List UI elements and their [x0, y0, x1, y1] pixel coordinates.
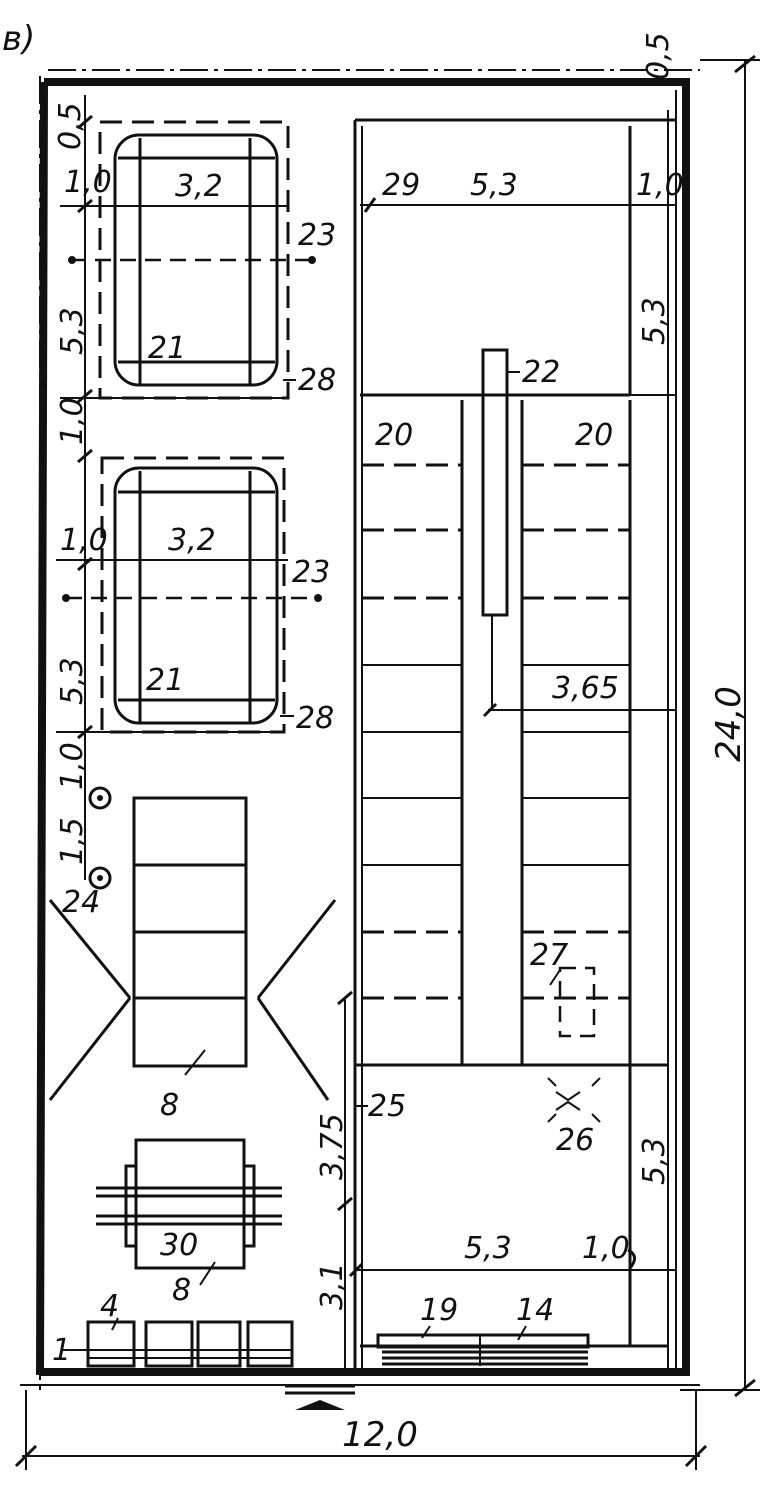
- callout-20a: 20: [375, 418, 413, 453]
- callout-20b: 20: [575, 418, 613, 453]
- lift-unit: 30 8: [96, 1138, 282, 1308]
- left-gap-label: 1,0: [55, 397, 90, 445]
- left-offset-1-label: 1,0: [64, 165, 112, 200]
- entrance-marker: [285, 1384, 355, 1410]
- callout-30: 30: [160, 1228, 198, 1263]
- callout-23a: 23: [298, 218, 336, 253]
- length-dimension: 24,0 0,5: [641, 32, 756, 1398]
- bottom-right-offset-label: 1,0: [582, 1231, 630, 1266]
- light-fixture-icon: [547, 1077, 601, 1123]
- left-offset-2-label: 1,0: [60, 523, 108, 558]
- top-room: 29 5,3 1,0 5,3: [360, 168, 684, 345]
- service-bay-upper: 3,2 21 23 28: [60, 120, 336, 400]
- wall-gap-label: 0,5: [641, 32, 676, 80]
- column-post: 22: [481, 348, 560, 710]
- callout-28a: 28: [298, 363, 336, 398]
- top-right-offset-label: 1,0: [636, 168, 684, 203]
- callout-21a: 21: [148, 331, 186, 366]
- partition-walls: [353, 118, 676, 1370]
- callout-22: 22: [522, 355, 560, 390]
- bottom-room: 25 3,75 3,1 26 5,3 5,3 1,0: [315, 990, 676, 1370]
- callout-27: 27: [530, 938, 568, 973]
- callout-23b: 23: [292, 555, 330, 590]
- mid-span-label: 3,65: [552, 671, 619, 706]
- bay-width-2-label: 3,2: [168, 523, 216, 558]
- drain-marker: 27: [530, 938, 596, 1038]
- callout-24: 24: [62, 885, 100, 920]
- left-spacing-label: 1,5: [55, 817, 90, 865]
- top-bay-width-label: 5,3: [470, 168, 518, 203]
- inspection-area: 8: [48, 796, 337, 1123]
- service-bay-lower: 3,2 21 23 28: [56, 456, 334, 736]
- overall-length-label: 24,0: [709, 686, 749, 762]
- left-gap-2-label: 1,0: [55, 742, 90, 790]
- width-dimension: 12,0: [14, 1390, 708, 1470]
- callout-21b: 21: [146, 663, 184, 698]
- callout-19: 19: [420, 1293, 458, 1328]
- parking-stalls: 20 20 3,65: [362, 400, 676, 1065]
- overall-width-label: 12,0: [342, 1415, 418, 1455]
- figure-letter: в): [2, 19, 35, 59]
- callout-8a: 8: [160, 1088, 179, 1123]
- callout-1: 1: [52, 1333, 71, 1368]
- bottom-strip-label: 3,1: [315, 1262, 350, 1310]
- top-right-depth-label: 5,3: [637, 297, 672, 345]
- storage-cabinets: 1 4: [52, 1289, 294, 1368]
- bottom-width-label: 5,3: [464, 1231, 512, 1266]
- callout-29: 29: [382, 168, 420, 203]
- bay-width-1-label: 3,2: [175, 169, 223, 204]
- callout-4: 4: [100, 1289, 119, 1324]
- bottom-depth-label: 3,75: [315, 1113, 350, 1180]
- left-depth-2-label: 5,3: [55, 657, 90, 705]
- workbench: 19 14: [376, 1293, 590, 1366]
- bottom-right-depth-label: 5,3: [637, 1137, 672, 1185]
- post-markers: 24: [62, 786, 112, 920]
- left-top-label: 0,5: [53, 102, 88, 150]
- callout-25: 25: [368, 1089, 406, 1124]
- callout-28b: 28: [296, 701, 334, 736]
- callout-8b: 8: [172, 1273, 191, 1308]
- building-walls: [36, 78, 690, 1376]
- left-depth-1-label: 5,3: [55, 307, 90, 355]
- callout-26: 26: [556, 1123, 594, 1158]
- outer-dimension-frame: [20, 59, 760, 1391]
- callout-14: 14: [516, 1293, 554, 1328]
- left-dimension-chain: 0,5 1,0 5,3 1,0 1,0 5,3 1,0 1,5: [53, 95, 112, 880]
